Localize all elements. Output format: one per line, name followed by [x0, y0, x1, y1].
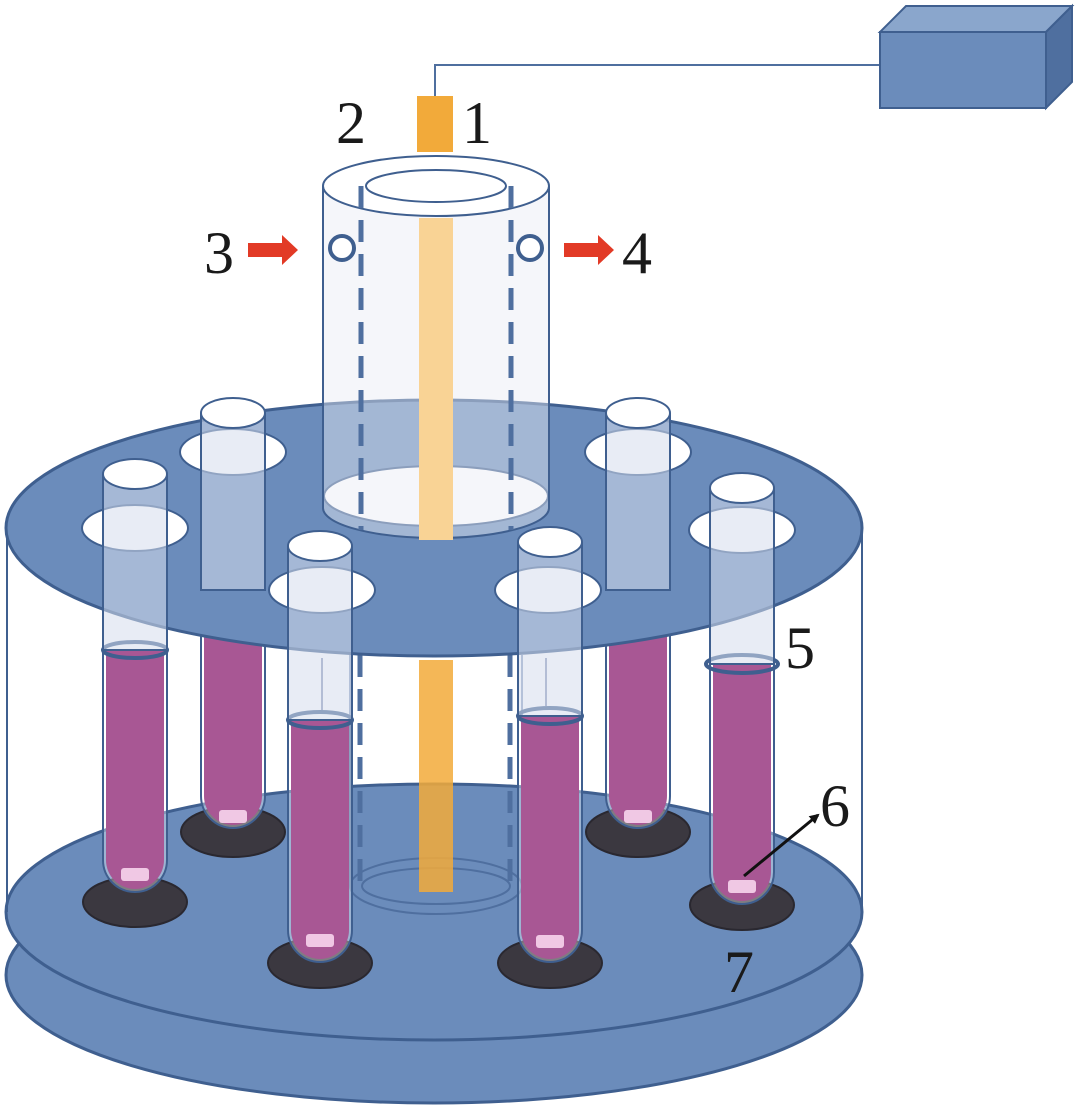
stir-bar	[624, 810, 652, 823]
lamp-cap	[417, 96, 453, 152]
test-tubes-upper	[102, 397, 775, 721]
light-source-lamp	[417, 96, 453, 540]
label-6: 6	[820, 773, 850, 839]
label-3: 3	[204, 220, 234, 286]
power-cable	[434, 64, 880, 96]
stir-bar-pointer	[743, 813, 820, 878]
outlet-arrow	[564, 235, 614, 265]
label-2: 2	[336, 90, 366, 156]
flow-arrows	[248, 235, 614, 265]
stir-bar	[306, 934, 334, 947]
stir-bar	[728, 880, 756, 893]
water-outlet-port	[516, 234, 544, 262]
stir-bar	[219, 810, 247, 823]
lamp-lower	[419, 660, 453, 892]
label-4: 4	[622, 220, 652, 286]
outer-enclosure	[6, 527, 863, 912]
water-inlet-port	[328, 234, 356, 262]
lamp-glow	[419, 218, 453, 540]
inlet-arrow	[248, 235, 298, 265]
power-supply	[434, 3, 1075, 111]
label-7: 7	[724, 939, 754, 1005]
stir-bar	[536, 935, 564, 948]
stir-bar	[121, 868, 149, 881]
label-1: 1	[462, 90, 492, 156]
label-5: 5	[785, 615, 815, 681]
